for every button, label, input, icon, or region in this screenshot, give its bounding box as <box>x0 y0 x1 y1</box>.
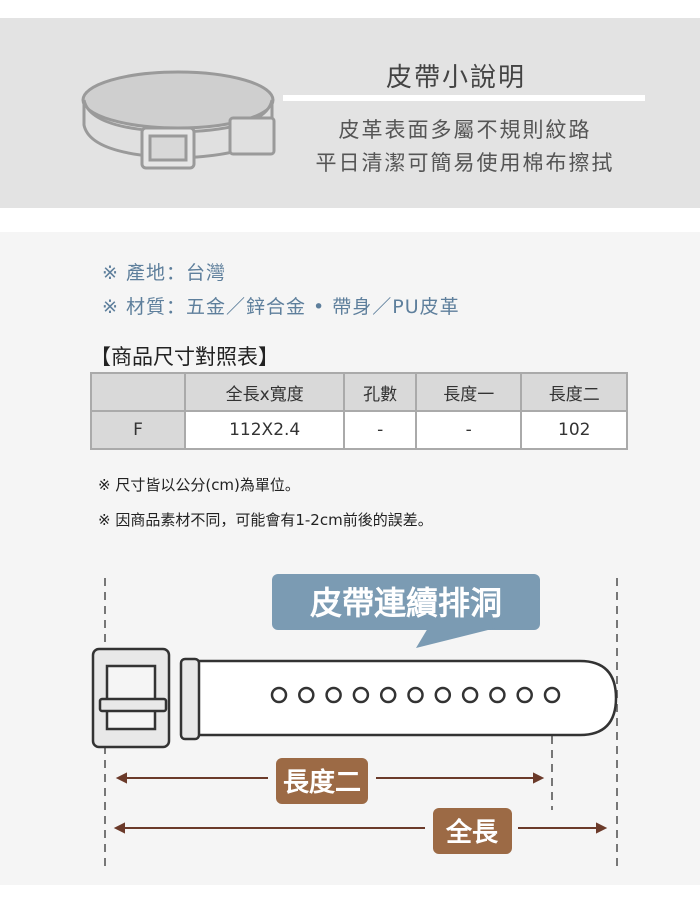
size-table: 全長x寬度 孔數 長度一 長度二 F 112X2.4 - - 102 <box>90 372 628 450</box>
size-table-title: 【商品尺寸對照表】 <box>90 345 279 369</box>
table-row: F 112X2.4 - - 102 <box>90 410 628 450</box>
callout-tail <box>416 628 496 648</box>
header-cell: 全長x寬度 <box>183 372 346 412</box>
belt-hole <box>352 686 370 704</box>
header-cell <box>90 372 186 412</box>
note-tolerance: ※ 因商品素材不同，可能會有1-2cm前後的誤差。 <box>98 511 433 529</box>
callout-text: 皮帶連續排洞 <box>310 584 502 622</box>
divider <box>283 95 645 101</box>
origin-info: ※ 產地：台灣 <box>102 262 226 284</box>
belt-hole <box>379 686 397 704</box>
cell: - <box>414 410 523 450</box>
belt-hole <box>434 686 452 704</box>
length2-label: 長度二 <box>283 767 361 798</box>
belt-hole <box>325 686 342 704</box>
belt-hole <box>461 686 479 704</box>
banner-title: 皮帶小說明 <box>386 63 527 93</box>
size-cell: F <box>90 410 186 450</box>
belt-hole <box>543 686 561 704</box>
header-cell: 長度二 <box>520 372 628 412</box>
buckle-pin <box>98 697 168 713</box>
header-cell: 長度一 <box>414 372 523 412</box>
cell: - <box>343 410 417 450</box>
belt-hole <box>270 686 288 704</box>
total-length-label: 全長 <box>445 817 499 848</box>
length2-label-box <box>276 758 368 804</box>
belt-hole <box>489 686 506 704</box>
cell: 112X2.4 <box>183 410 346 450</box>
table-header-row: 全長x寬度 孔數 長度一 長度二 <box>90 372 628 412</box>
banner-line-2: 平日清潔可簡易使用棉布擦拭 <box>315 151 615 175</box>
header-cell: 孔數 <box>343 372 417 412</box>
belt-hole <box>516 686 533 704</box>
belt-hole <box>298 686 315 704</box>
belt-loop <box>179 657 201 741</box>
buckle-inner <box>105 664 157 731</box>
belt-hole <box>407 686 424 704</box>
callout-box <box>272 574 540 630</box>
material-info: ※ 材質：五金／鋅合金 • 帶身／PU皮革 <box>102 296 460 318</box>
cell: 102 <box>520 410 628 450</box>
belt-strap <box>193 659 618 737</box>
banner-line-1: 皮革表面多屬不規則紋路 <box>338 118 592 142</box>
total-label-box <box>433 808 512 854</box>
note-unit: ※ 尺寸皆以公分(cm)為單位。 <box>98 476 300 494</box>
